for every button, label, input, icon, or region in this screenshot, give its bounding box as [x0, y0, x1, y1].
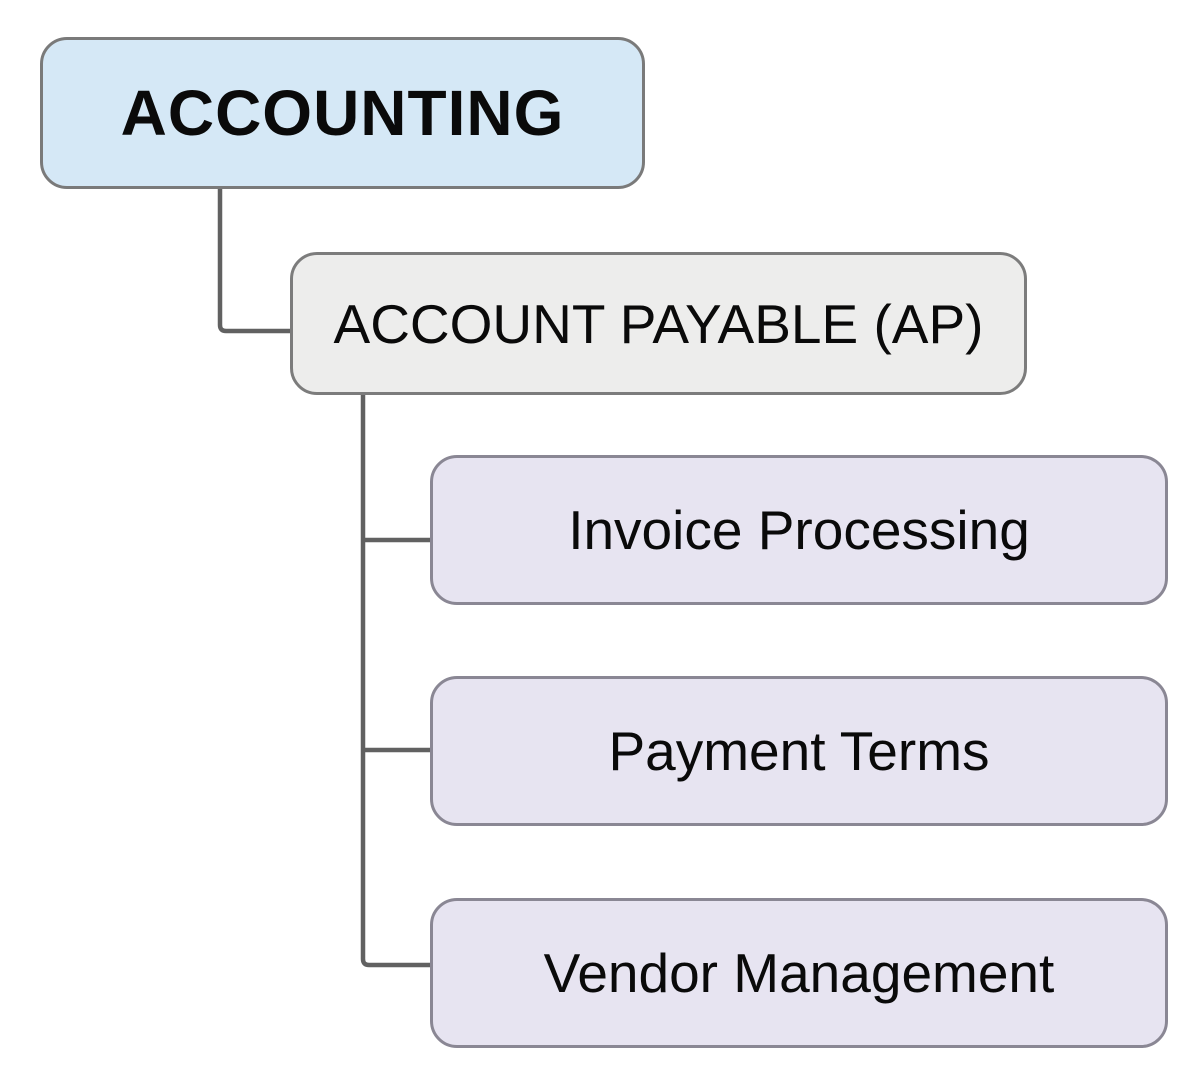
- connector-ap-trunk: [360, 395, 430, 968]
- node-account-payable: ACCOUNT PAYABLE (AP): [290, 252, 1027, 395]
- node-accounting-label: ACCOUNTING: [120, 77, 565, 149]
- node-invoice-processing-label: Invoice Processing: [568, 499, 1030, 561]
- node-vendor-management-label: Vendor Management: [543, 942, 1055, 1004]
- connector-root-to-ap: [217, 189, 290, 334]
- node-accounting: ACCOUNTING: [40, 37, 645, 189]
- node-payment-terms: Payment Terms: [430, 676, 1168, 826]
- node-account-payable-label: ACCOUNT PAYABLE (AP): [333, 292, 984, 355]
- node-vendor-management: Vendor Management: [430, 898, 1168, 1048]
- node-invoice-processing: Invoice Processing: [430, 455, 1168, 605]
- node-payment-terms-label: Payment Terms: [608, 720, 990, 782]
